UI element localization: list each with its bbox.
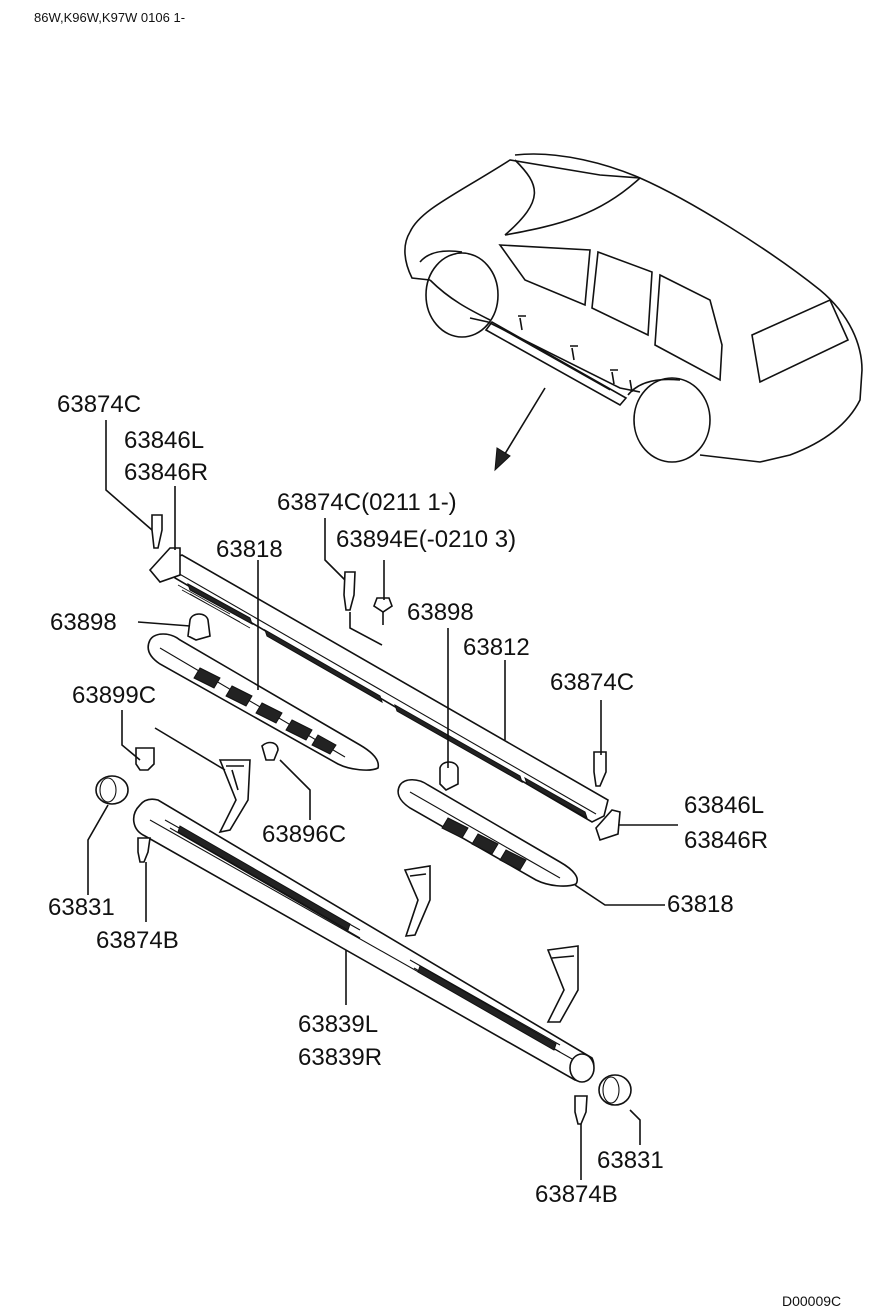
label-63874C-date: 63874C(0211 1-) [277, 489, 457, 516]
label-63898-left: 63898 [50, 609, 117, 636]
step-pad-left [147, 633, 380, 771]
label-63874B-right: 63874B [535, 1181, 618, 1208]
label-63896C: 63896C [262, 821, 346, 848]
label-63818-top: 63818 [216, 536, 283, 563]
label-63839R: 63839R [298, 1044, 382, 1071]
end-cap-right [598, 1074, 632, 1106]
label-63831-right: 63831 [597, 1147, 664, 1174]
direction-arrow [494, 387, 546, 472]
label-63874C-right: 63874C [550, 669, 634, 696]
label-63894E-date: 63894E(-0210 3) [336, 526, 516, 553]
leader-lines [87, 420, 678, 1180]
label-63846L-right: 63846L [684, 792, 764, 819]
label-63846R-top: 63846R [124, 459, 208, 486]
side-rail-tube [132, 798, 595, 1083]
diagram-code-footer: D00009C [782, 1293, 841, 1309]
label-63846L-top: 63846L [124, 427, 204, 454]
label-63812: 63812 [463, 634, 530, 661]
label-63846R-right: 63846R [684, 827, 768, 854]
side-step-board [169, 554, 609, 823]
vehicle-illustration [404, 153, 863, 463]
label-63874B-left: 63874B [96, 927, 179, 954]
rail-brackets [218, 759, 579, 1023]
part-labels: 63874C 63846L 63846R 63874C(0211 1-) 638… [48, 391, 768, 1208]
end-cap-left [95, 775, 129, 805]
label-63898-right: 63898 [407, 599, 474, 626]
label-63899C: 63899C [72, 682, 156, 709]
label-63874C-top: 63874C [57, 391, 141, 418]
label-63839L: 63839L [298, 1011, 378, 1038]
label-63818-right: 63818 [667, 891, 734, 918]
fasteners [135, 514, 621, 1125]
label-63831-left: 63831 [48, 894, 115, 921]
model-code-header: 86W,K96W,K97W 0106 1- [34, 10, 185, 25]
step-pad-right [397, 778, 578, 887]
